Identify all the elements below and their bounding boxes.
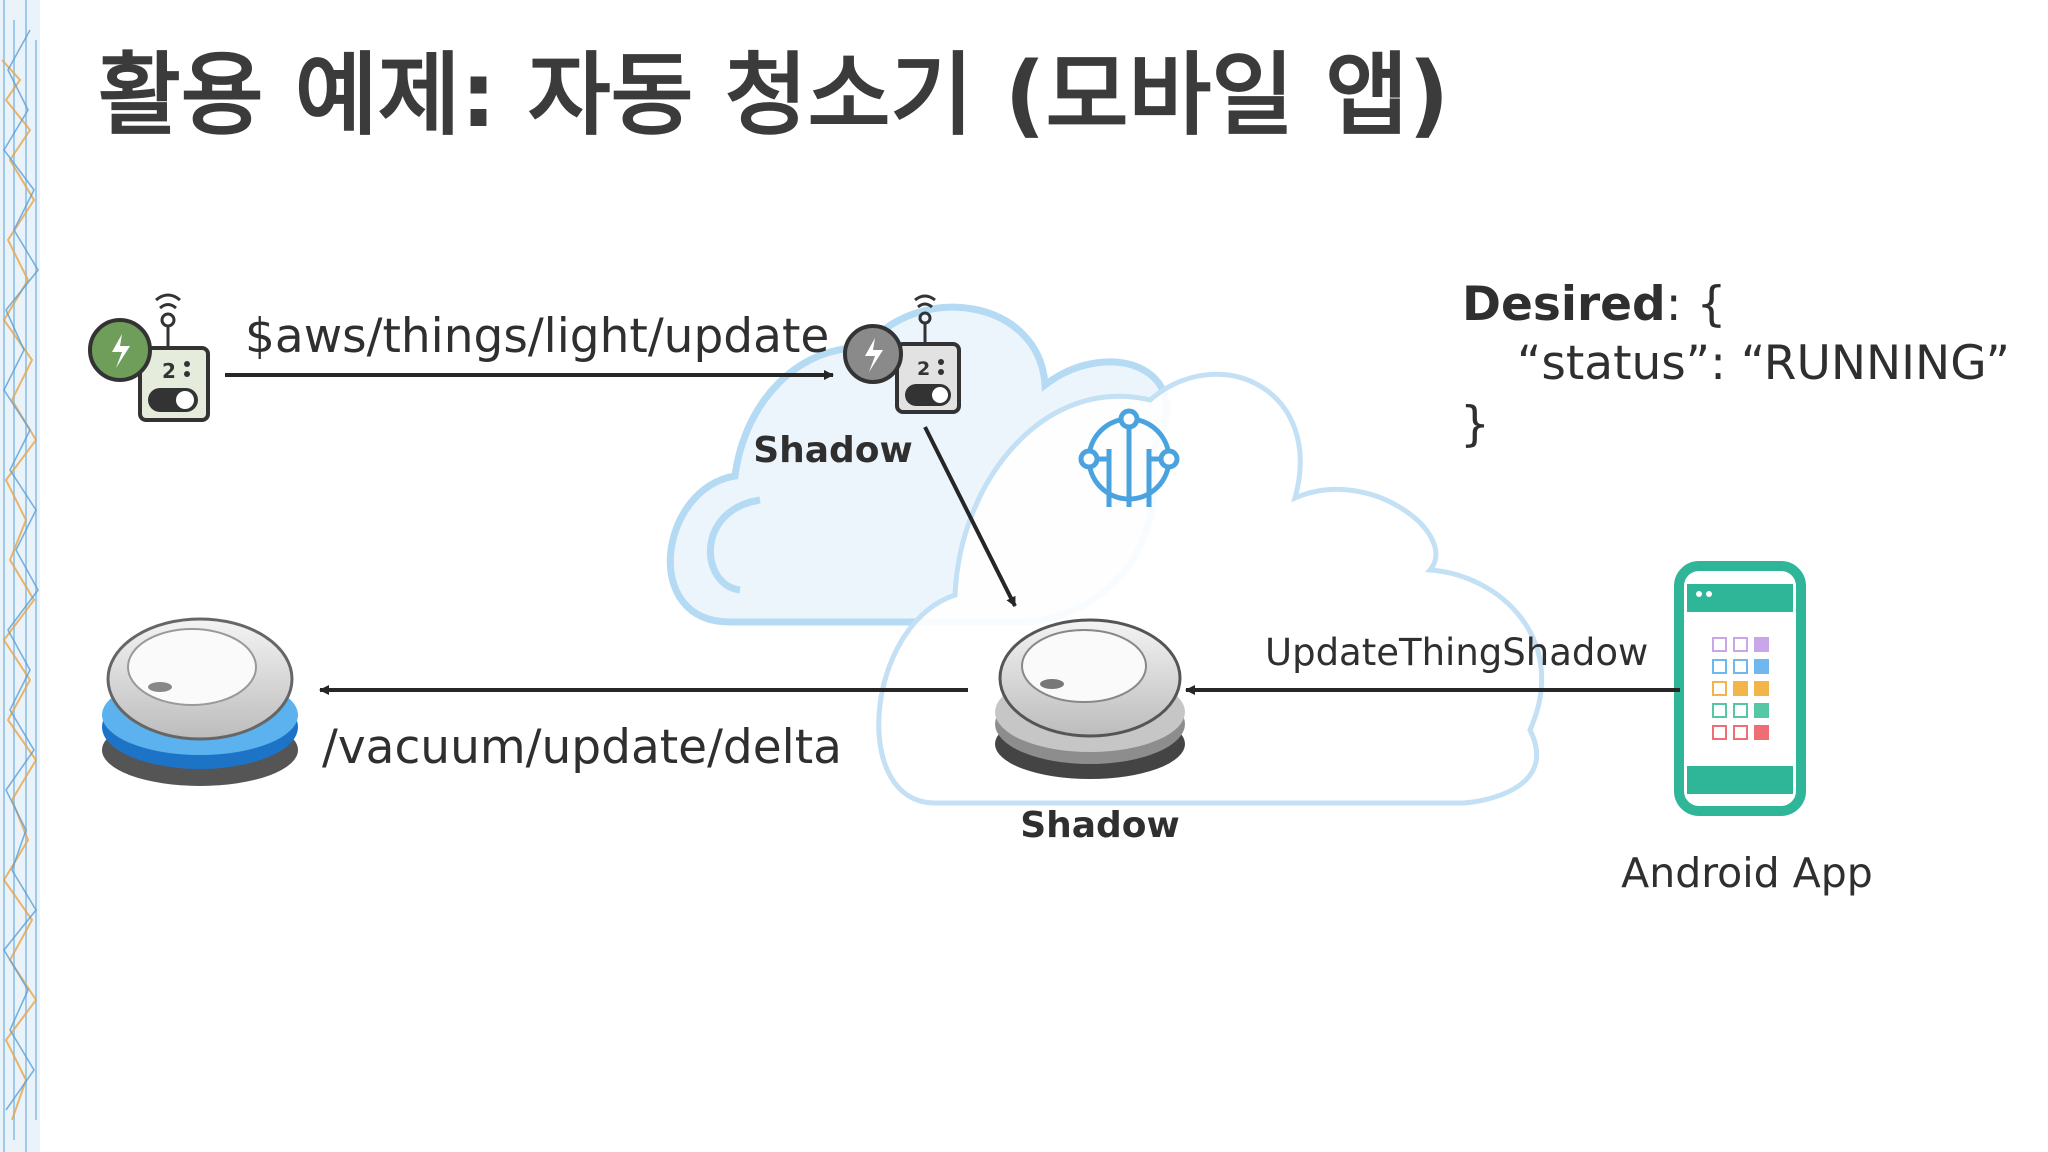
- shadow-label-vacuum: Shadow: [1020, 805, 1180, 846]
- arrow-shadow-to-shadow: [923, 426, 1017, 607]
- topic-vacuum-delta-label: /vacuum/update/delta: [322, 720, 842, 775]
- desired-open-brace: : {: [1666, 277, 1727, 332]
- iot-core-icon: [1078, 408, 1180, 507]
- desired-status-line: “status”: “RUNNING”: [1517, 336, 2010, 391]
- decorative-left-border: [0, 0, 40, 1152]
- api-update-shadow-label: UpdateThingShadow: [1265, 631, 1648, 674]
- desired-close-brace: }: [1460, 397, 1490, 452]
- slide-title: 활용 예제: 자동 청소기 (모바일 앱): [98, 43, 1449, 148]
- svg-text:2: 2: [917, 358, 930, 380]
- desired-key: Desired: [1462, 277, 1666, 332]
- robot-vacuum-icon: [102, 617, 298, 786]
- svg-text:2: 2: [162, 359, 176, 383]
- android-app-label: Android App: [1621, 849, 1873, 897]
- robot-vacuum-icon: [995, 618, 1185, 779]
- android-phone-icon: [1674, 561, 1806, 816]
- shadow-label-light: Shadow: [753, 430, 913, 471]
- light-device-icon: 2: [843, 294, 961, 414]
- desired-state-block: Desired: { “status”: “RUNNING” }: [1460, 277, 2010, 452]
- light-device-icon: 2: [88, 293, 210, 422]
- topic-light-update-label: $aws/things/light/update: [245, 309, 829, 364]
- cloud-icon: [666, 303, 1545, 806]
- svg-text:Desired: {: Desired: {: [1462, 277, 1726, 332]
